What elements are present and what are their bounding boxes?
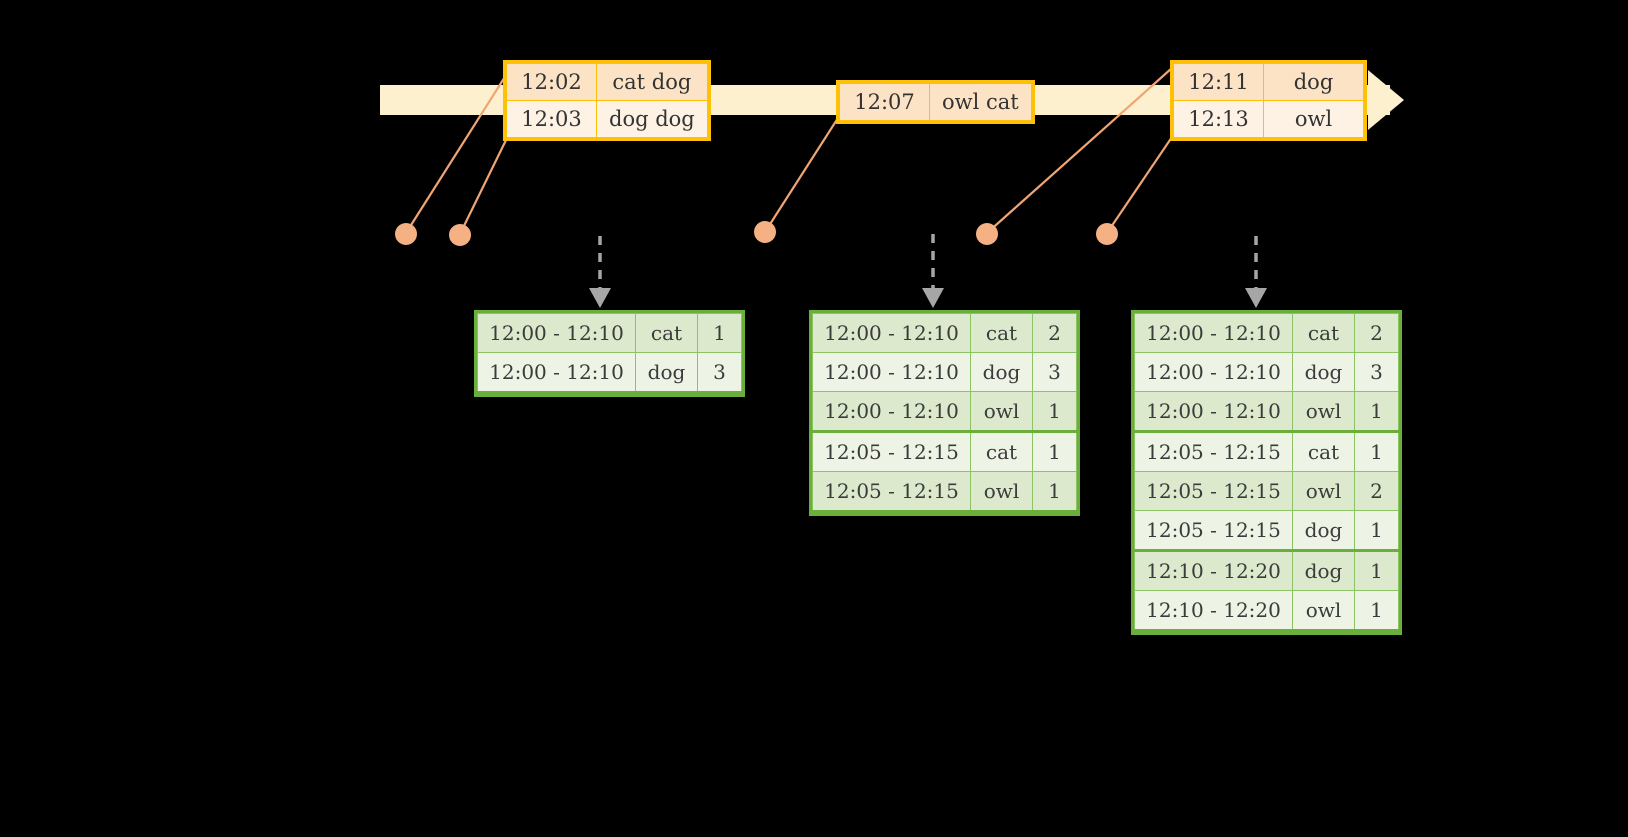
event-time: 12:07 [839, 83, 930, 121]
result-window: 12:00 - 12:10 [1134, 313, 1293, 353]
result-window: 12:00 - 12:10 [477, 352, 636, 394]
result-count: 1 [1354, 431, 1399, 472]
event-group-1: 12:02 cat dog 12:03 dog dog [503, 60, 711, 141]
connector-dot [976, 223, 998, 245]
event-time: 12:11 [1173, 63, 1264, 101]
event-group-2: 12:07 owl cat [836, 80, 1035, 124]
result-window: 12:00 - 12:10 [812, 352, 971, 392]
result-window: 12:05 - 12:15 [1134, 471, 1293, 511]
event-row: 12:02 cat dog [506, 63, 708, 101]
event-words: dog [1263, 63, 1364, 101]
result-key: dog [970, 352, 1033, 392]
result-count: 2 [1354, 313, 1399, 353]
result-count: 2 [1354, 471, 1399, 511]
result-key: dog [1292, 510, 1355, 552]
event-group-3: 12:11 dog 12:13 owl [1170, 60, 1367, 141]
flow-arrow-3 [1245, 236, 1267, 308]
event-words: owl cat [929, 83, 1032, 121]
result-key: owl [970, 471, 1033, 513]
result-key: owl [1292, 590, 1355, 632]
event-words: owl [1263, 100, 1364, 138]
connector-dot [395, 223, 417, 245]
result-window: 12:05 - 12:15 [812, 431, 971, 472]
event-words: dog dog [596, 100, 708, 138]
connector-dots [395, 221, 1118, 246]
event-words: cat dog [596, 63, 708, 101]
result-key: cat [635, 313, 698, 353]
flow-arrow-1 [589, 236, 611, 308]
result-window: 12:00 - 12:10 [812, 313, 971, 353]
result-count: 1 [1354, 550, 1399, 591]
connector-dot [1096, 223, 1118, 245]
event-group-2-body: 12:07 owl cat [839, 83, 1032, 121]
result-count: 1 [1354, 391, 1399, 433]
result-window: 12:05 - 12:15 [1134, 431, 1293, 472]
result-count: 2 [1032, 313, 1077, 353]
result-count: 3 [697, 352, 742, 394]
result-key: owl [1292, 391, 1355, 433]
result-count: 1 [1354, 510, 1399, 552]
event-time: 12:02 [506, 63, 597, 101]
result-key: owl [970, 391, 1033, 433]
flow-arrows [589, 234, 1267, 308]
event-row: 12:03 dog dog [506, 100, 708, 138]
result-count: 3 [1354, 352, 1399, 392]
event-row: 12:07 owl cat [839, 83, 1032, 121]
connector-dot [449, 224, 471, 246]
event-row: 12:11 dog [1173, 63, 1364, 101]
result-key: dog [635, 352, 698, 394]
result-window: 12:00 - 12:10 [477, 313, 636, 353]
result-key: owl [1292, 471, 1355, 511]
result-count: 1 [1032, 391, 1077, 433]
result-key: cat [970, 431, 1033, 472]
result-window: 12:10 - 12:20 [1134, 550, 1293, 591]
result-count: 1 [1032, 431, 1077, 472]
event-group-1-body: 12:02 cat dog 12:03 dog dog [506, 63, 708, 138]
result-window: 12:05 - 12:15 [812, 471, 971, 513]
result-key: cat [1292, 313, 1355, 353]
result-key: cat [1292, 431, 1355, 472]
event-row: 12:13 owl [1173, 100, 1364, 138]
event-time: 12:13 [1173, 100, 1264, 138]
event-time: 12:03 [506, 100, 597, 138]
result-count: 1 [1354, 590, 1399, 632]
result-count: 1 [1032, 471, 1077, 513]
result-window: 12:10 - 12:20 [1134, 590, 1293, 632]
result-key: dog [1292, 352, 1355, 392]
event-group-3-body: 12:11 dog 12:13 owl [1173, 63, 1364, 138]
result-window: 12:05 - 12:15 [1134, 510, 1293, 552]
flow-arrow-2 [922, 234, 944, 308]
result-window: 12:00 - 12:10 [1134, 391, 1293, 433]
result-window: 12:00 - 12:10 [1134, 352, 1293, 392]
result-window: 12:00 - 12:10 [812, 391, 971, 433]
result-key: dog [1292, 550, 1355, 591]
result-count: 3 [1032, 352, 1077, 392]
connector-dot [754, 221, 776, 243]
result-count: 1 [697, 313, 742, 353]
result-key: cat [970, 313, 1033, 353]
